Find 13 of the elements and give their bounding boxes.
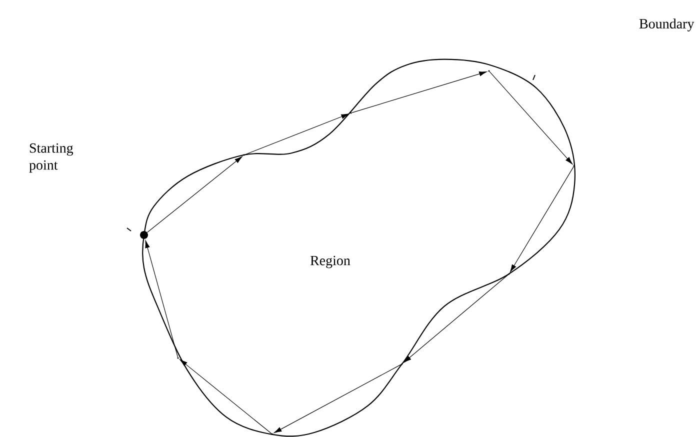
arrow — [352, 71, 487, 114]
arrow — [244, 114, 349, 155]
starting-point-label: Starting point — [29, 143, 74, 173]
boundary-label: Boundary — [639, 18, 694, 32]
arrow — [180, 359, 272, 434]
arrow — [274, 364, 402, 434]
arrow — [145, 240, 178, 358]
arrow — [404, 274, 509, 363]
arrow — [489, 71, 573, 164]
arrow — [146, 156, 242, 233]
starting-point-dot — [140, 231, 148, 239]
region-label: Region — [310, 256, 350, 268]
arrow — [510, 166, 574, 272]
